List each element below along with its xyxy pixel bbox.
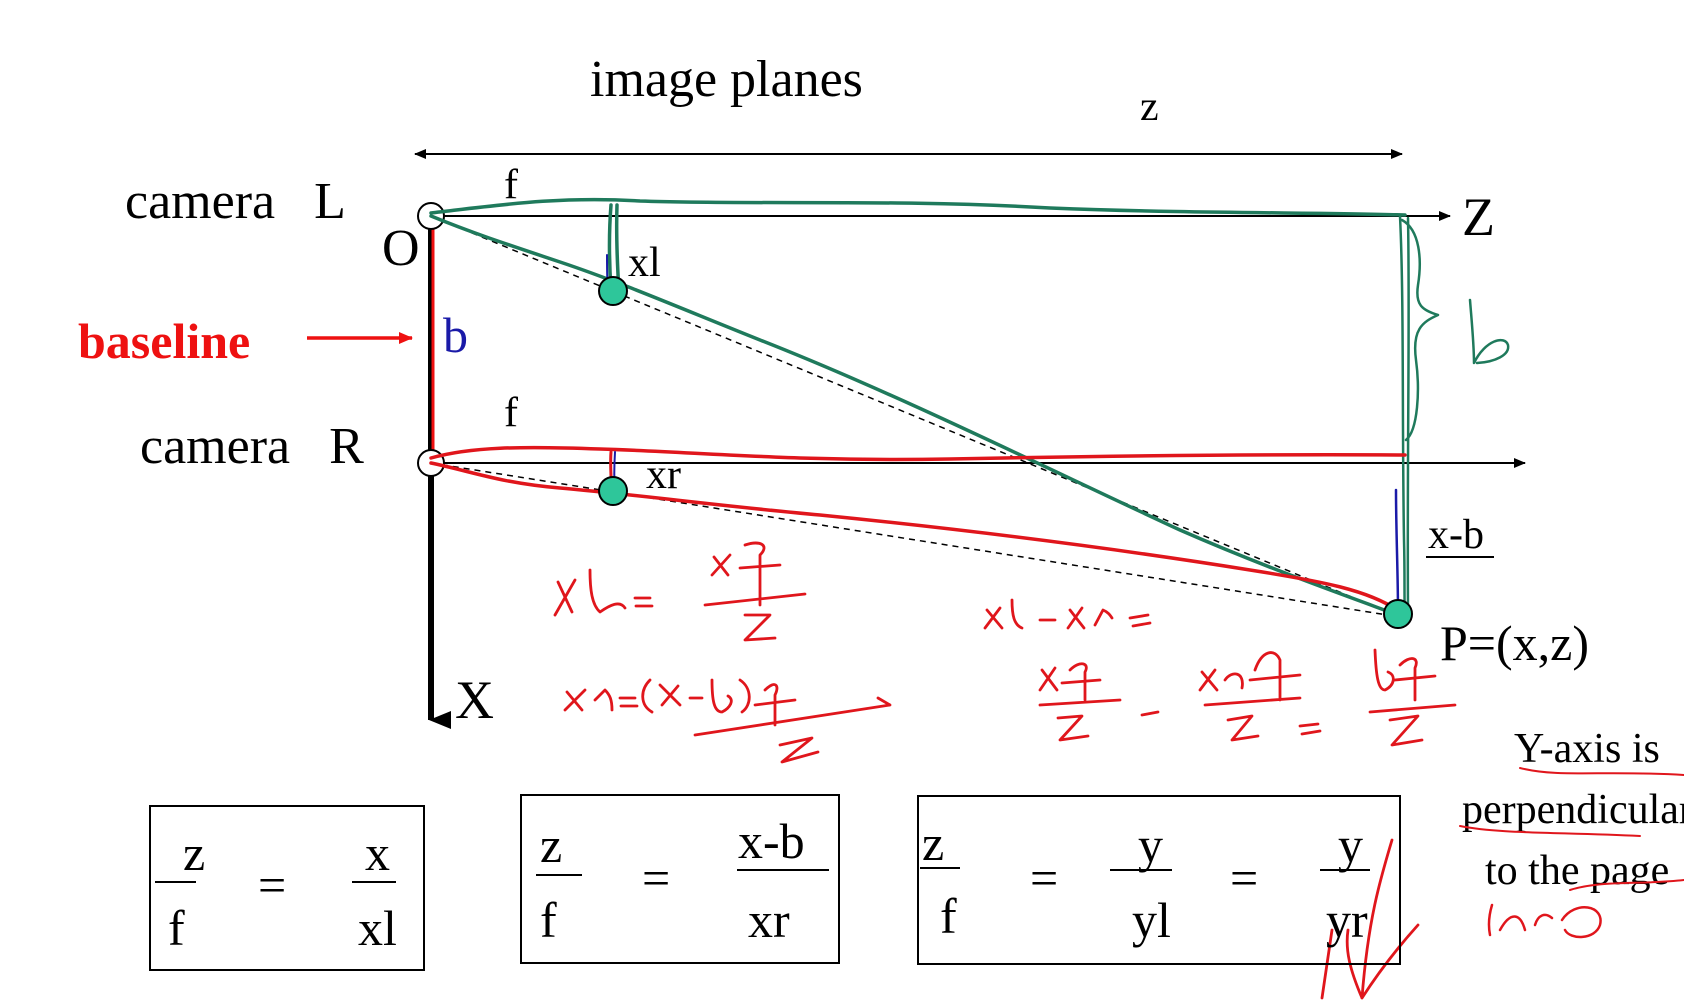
eq2-denominator-right: xr bbox=[748, 892, 790, 948]
red-right-ray bbox=[429, 461, 1402, 614]
note-line-3: to the page bbox=[1485, 848, 1669, 894]
equation-box-1: z f = x xl bbox=[149, 805, 425, 971]
point-p-label: P=(x,z) bbox=[1440, 615, 1589, 671]
handwritten-formulas bbox=[553, 541, 1457, 1000]
eq3-denominator-mid: yl bbox=[1132, 892, 1171, 948]
hw-bf-over-z bbox=[1298, 648, 1457, 747]
green-left-ray bbox=[429, 214, 1400, 617]
title-label: image planes bbox=[590, 51, 863, 108]
z-dimension-label: z bbox=[1140, 84, 1159, 130]
green-hand-b bbox=[1468, 298, 1510, 365]
blue-xb-mark bbox=[1394, 488, 1400, 614]
xb-label: x-b bbox=[1428, 512, 1484, 558]
note-underline-1 bbox=[1519, 767, 1684, 776]
b-label: b bbox=[443, 307, 468, 363]
xr-label: xr bbox=[646, 452, 681, 498]
note-handwriting bbox=[1487, 903, 1602, 939]
eq3-denominator-right: yr bbox=[1326, 892, 1368, 948]
camera-r-label: camera R bbox=[140, 418, 364, 475]
axis-x-label: X bbox=[455, 670, 494, 730]
eq3-equals-1: = bbox=[1030, 850, 1058, 906]
eq1-denominator-left: f bbox=[168, 900, 185, 956]
hw-xf-over-z-2 bbox=[1038, 662, 1122, 742]
eq3-numerator-left: z bbox=[922, 815, 944, 871]
green-brace bbox=[1400, 218, 1440, 442]
eq3-numerator-right: y bbox=[1338, 817, 1363, 873]
red-top-line bbox=[429, 445, 1407, 462]
hw-xbf-over-z bbox=[1140, 651, 1302, 742]
baseline-label: baseline bbox=[78, 313, 250, 369]
note-underline-3 bbox=[1569, 879, 1684, 891]
eq1-numerator-left: z bbox=[183, 825, 205, 881]
xl-projection-dot bbox=[598, 276, 628, 306]
eq2-equals: = bbox=[642, 850, 670, 906]
note-underline-2 bbox=[1459, 825, 1641, 837]
note-line-2: perpendicular bbox=[1462, 787, 1684, 833]
hw-xl-eq bbox=[553, 568, 654, 617]
eq2-denominator-left: f bbox=[540, 892, 557, 948]
eq3-numerator-mid: y bbox=[1138, 817, 1163, 873]
hw-xf-over-z bbox=[703, 541, 807, 642]
point-p-dot bbox=[1383, 599, 1413, 629]
equation-box-2: z f = x-b xr bbox=[520, 794, 840, 964]
eq1-equals: = bbox=[258, 857, 286, 913]
origin-label: O bbox=[382, 220, 420, 277]
eq1-numerator-right: x bbox=[365, 825, 390, 881]
green-top-line bbox=[429, 197, 1407, 217]
camera-l-label: camera L bbox=[125, 173, 346, 230]
hw-xl-minus-xr bbox=[983, 598, 1152, 630]
note-line-1: Y-axis is bbox=[1514, 726, 1660, 772]
green-right-vertical bbox=[1398, 214, 1410, 620]
left-ray-dashed bbox=[430, 215, 1401, 618]
right-ray-dashed bbox=[430, 462, 1401, 618]
eq2-numerator-right: x-b bbox=[738, 813, 805, 869]
xl-label: xl bbox=[628, 240, 661, 286]
xr-projection-dot bbox=[598, 476, 628, 506]
eq3-equals-2: = bbox=[1230, 850, 1258, 906]
axis-z-label: Z bbox=[1462, 187, 1495, 247]
equation-box-3: z f = y yl = y yr bbox=[917, 795, 1401, 965]
eq2-numerator-left: z bbox=[540, 817, 562, 873]
f-bottom-label: f bbox=[504, 390, 518, 436]
hw-xr-eq bbox=[563, 678, 892, 764]
eq3-denominator-left: f bbox=[940, 888, 957, 944]
eq1-denominator-right: xl bbox=[358, 900, 397, 956]
f-top-label: f bbox=[504, 162, 518, 208]
